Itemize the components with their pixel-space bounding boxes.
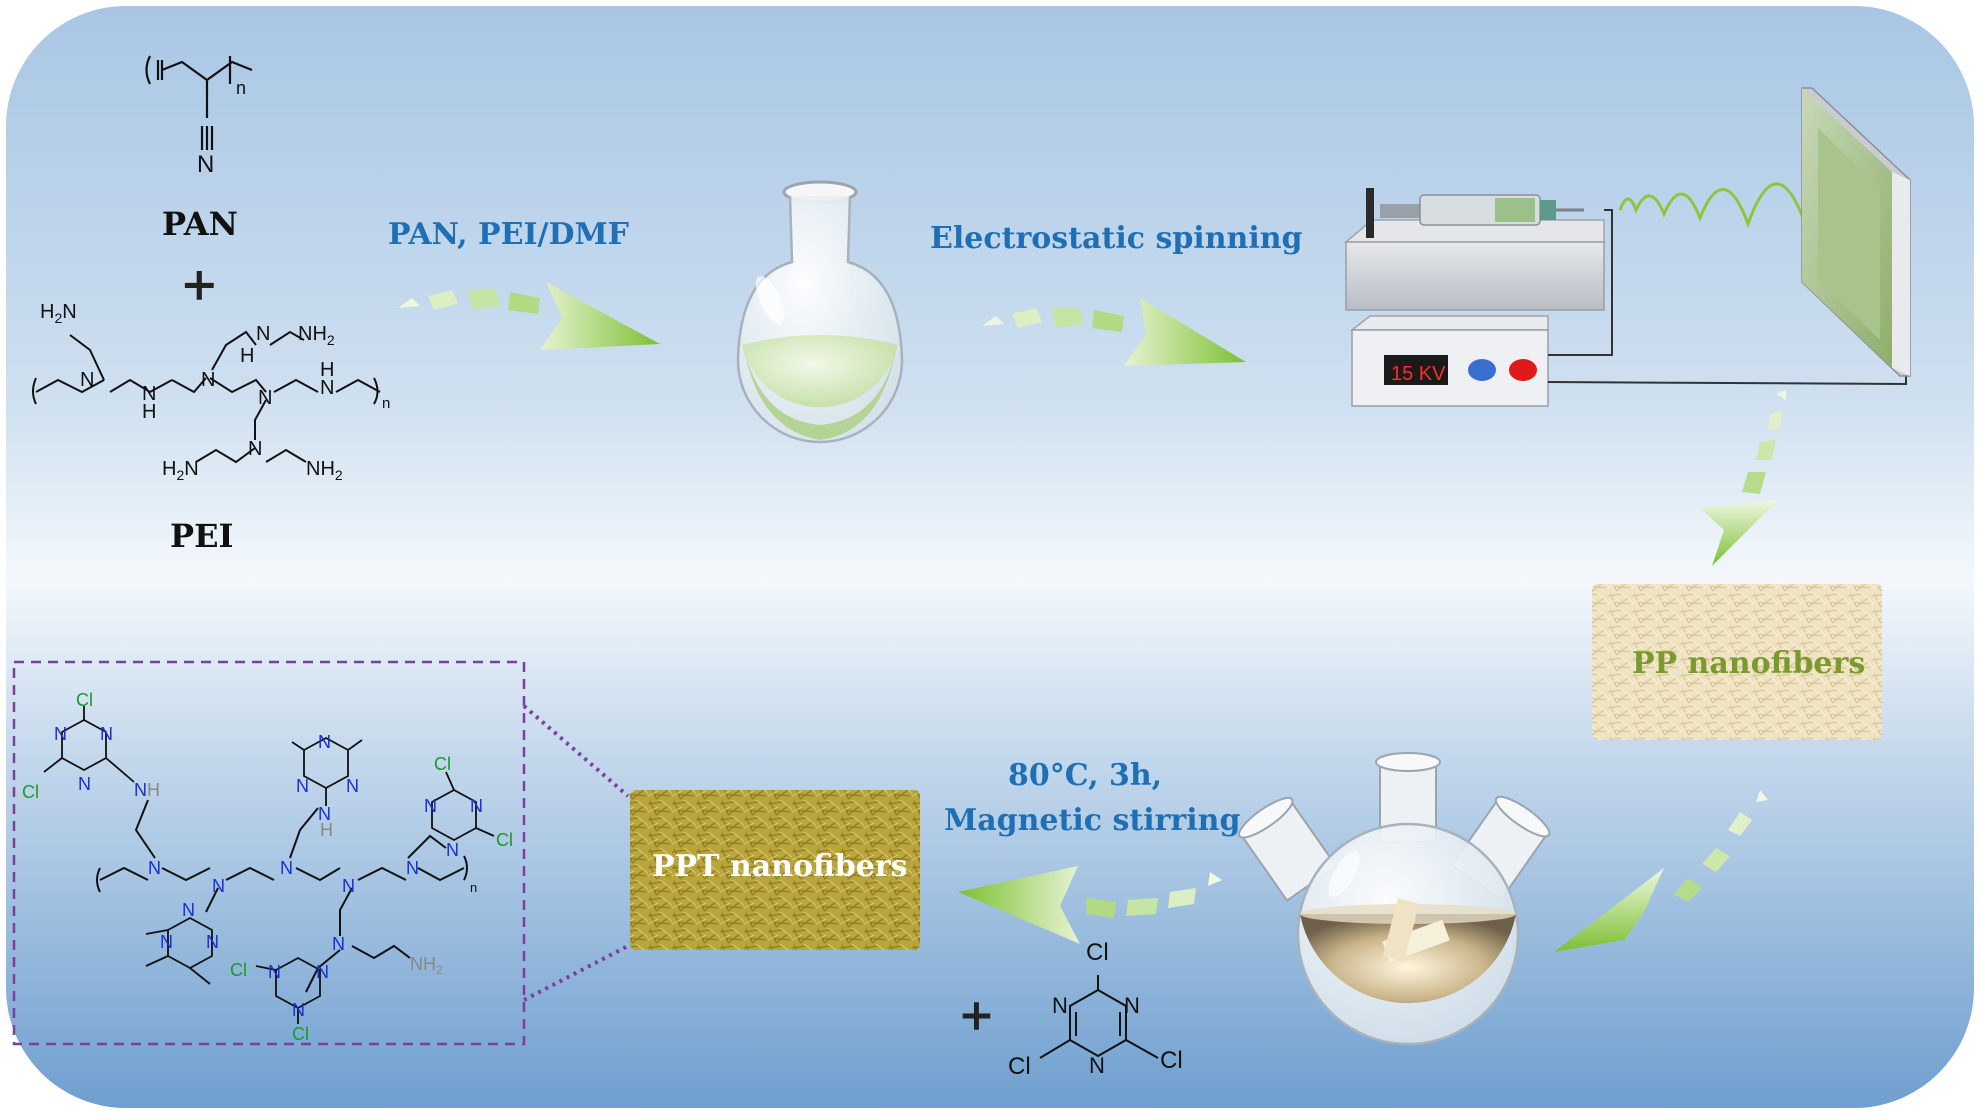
arrow-step2 [982,298,1246,366]
t1-n3: N [78,774,91,794]
t4-n3: N [160,932,173,952]
t2-h-link: H [320,820,333,840]
ppt-structure-frame [12,660,526,1046]
cyanuric-chloride: Cl N N N Cl Cl [1008,939,1183,1080]
pei-h2n-top: H2N [40,301,77,326]
t3-n1: N [424,796,437,816]
t3-n2: N [470,796,483,816]
step1-label: PAN, PEI/DMF [388,217,629,252]
pei-nh2-right: NH2 [298,323,335,348]
pp-label: PP nanofibers [1632,646,1865,681]
t5-n2: N [316,962,329,982]
t3-n3: N [446,840,459,860]
zoom-line-bottom [523,944,629,1002]
arrow-flask-to-ppt [958,866,1222,944]
arrow-down-pp [1700,390,1786,566]
pei-nh2-bottom: NH2 [306,458,343,483]
pei-n5: N [258,387,272,409]
ppt-subscript: n [470,880,477,895]
pei-subscript: n [382,395,390,412]
t2-n1: N [318,732,331,752]
t1-nh: NH [134,780,160,800]
pan-label: PAN [162,205,238,243]
t1-n1: N [54,724,67,744]
cc-n-right: N [1124,993,1140,1018]
condition-stirring: Magnetic stirring [944,803,1240,838]
pei-n3: N [201,369,215,391]
pei-n6: N [320,377,334,399]
branch-n: N [332,934,345,954]
t5-cl-left: Cl [230,960,247,980]
cc-cl-left: Cl [1008,1053,1031,1080]
voltage-display: 15 KV [1391,363,1446,385]
bb-n3: N [280,858,293,878]
t1-n2: N [100,724,113,744]
t4-n2: N [206,932,219,952]
t5-n1: N [268,962,281,982]
blue-knob [1468,359,1496,381]
pan-structure [145,55,253,150]
pei-h6: H [320,359,334,381]
t1-cl-top: Cl [76,690,93,710]
step2-label: Electrostatic spinning [930,221,1303,256]
pei-structure: H2N N H N N N H NH2 N H N N H2N NH2 n [32,301,390,483]
red-knob [1509,359,1537,381]
cc-n-left: N [1052,993,1068,1018]
pei-n2: N [142,383,156,405]
t2-n2: N [296,776,309,796]
plus-sign: + [180,257,219,311]
pei-h2n-bottom: H2N [162,458,199,483]
pei-label: PEI [170,517,233,555]
cc-cl-top: Cl [1086,939,1109,966]
ppt-nanofiber-mat [630,790,920,950]
electrospinning-apparatus: 15 KV [1343,87,1911,407]
bb-n4: N [342,876,355,896]
t5-n3: N [292,1000,305,1020]
ppt-structure: Cl N N N Cl NH N N N N H Cl N N N Cl N N… [22,690,513,1044]
plus-sign-2: + [958,990,995,1041]
t3-cl-top: Cl [434,754,451,774]
bb-n1: N [148,858,161,878]
t1-cl-left: Cl [22,782,39,802]
scheme-panel [6,6,1974,1108]
cc-cl-right: Cl [1160,1047,1183,1074]
condition-temp-time: 80°C, 3h, [1008,758,1162,793]
pei-h4: H [240,345,254,367]
pei-n1: N [80,369,94,391]
arrow-step1 [398,282,660,350]
three-neck-flask [1238,752,1551,1046]
round-flask [736,180,904,444]
t2-n3: N [346,776,359,796]
t2-n-link: N [318,804,331,824]
pei-n4: N [256,323,270,345]
pan-nitrogen: N [197,151,214,178]
ppt-label: PPT nanofibers [652,849,908,884]
bb-n5: N [406,858,419,878]
cc-n-bottom: N [1089,1053,1105,1078]
branch-nh2: NH2 [410,954,443,977]
t5-cl-bottom: Cl [292,1024,309,1044]
bb-n2: N [212,876,225,896]
pei-h1: H [142,401,156,423]
pan-subscript: n [236,78,246,98]
arrow-pp-to-flask [1554,790,1768,952]
t3-cl-right: Cl [496,830,513,850]
t4-n1: N [182,900,195,920]
pei-n7: N [248,438,262,460]
zoom-line-top [522,704,630,798]
pp-nanofiber-mat [1592,584,1882,740]
